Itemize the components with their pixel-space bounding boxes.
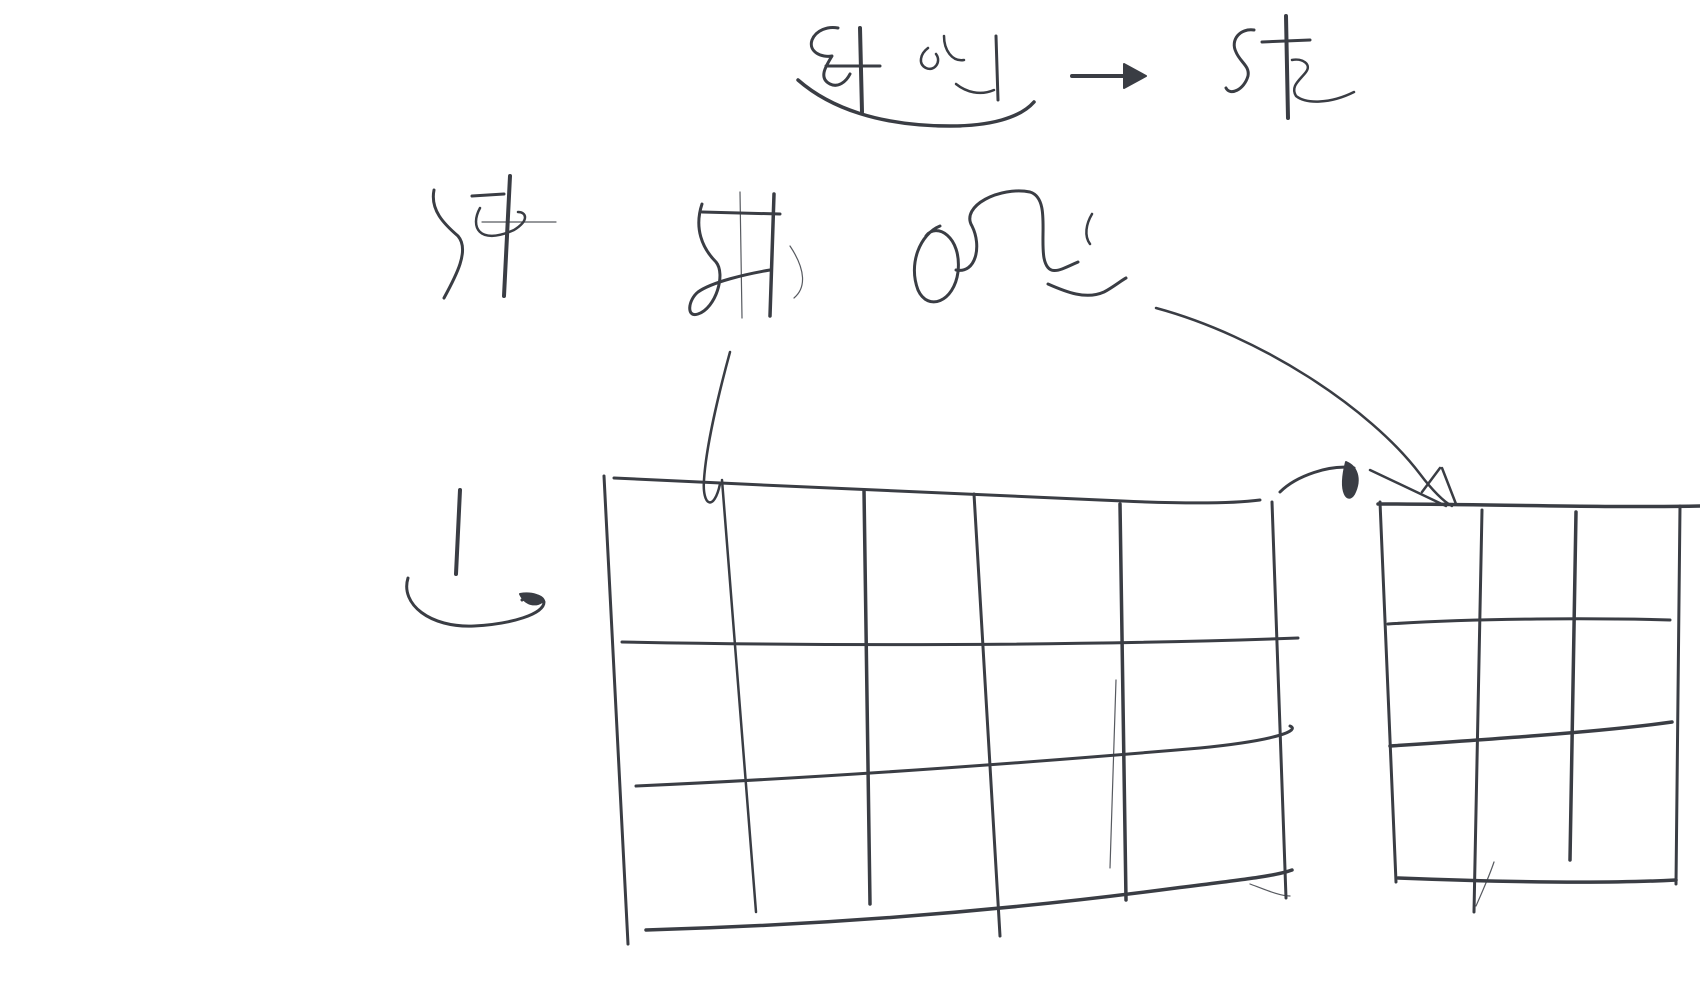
grid-b-bottom-edge xyxy=(1396,876,1678,884)
grid-a-bottom-edge xyxy=(644,868,1294,932)
scribble-word-b xyxy=(688,191,804,319)
grid-b-col-line-2 xyxy=(1568,510,1578,862)
grid-a-col-line-4 xyxy=(1118,502,1128,902)
grid-a-col-line-3 xyxy=(972,492,1002,938)
grid-b-top-edge xyxy=(1376,502,1700,509)
title-underline-curve xyxy=(796,78,1036,128)
grid-a-col-line-4-echo xyxy=(1109,679,1117,869)
grid-a-col-line-1 xyxy=(720,478,758,914)
grid-b xyxy=(1376,500,1700,914)
grid-a-left-edge xyxy=(602,474,630,946)
left-hook-arrow xyxy=(405,488,546,628)
title-scribble-word-2 xyxy=(1224,14,1356,120)
grid-b-right-edge xyxy=(1674,504,1682,886)
grid-a-row-line-1 xyxy=(620,636,1300,647)
arrow-word-c-to-grid-b xyxy=(1154,306,1458,508)
grid-a xyxy=(602,474,1300,946)
grid-b-col-line-1 xyxy=(1472,508,1484,914)
arrow-word-b-to-grid-a xyxy=(702,350,732,504)
grid-a-right-edge xyxy=(1270,500,1288,900)
scribble-word-a xyxy=(431,174,557,300)
title-row xyxy=(796,14,1356,128)
grid-b-corner-tick xyxy=(1475,861,1495,907)
arrow-grid-a-to-grid-b xyxy=(1278,461,1359,499)
scribble-word-c xyxy=(913,189,1128,304)
grid-b-row-line-2 xyxy=(1388,720,1674,748)
title-scribble-word-1 xyxy=(809,26,1000,114)
grid-a-top-edge xyxy=(612,476,1262,505)
grid-a-col-line-2 xyxy=(862,488,872,906)
grid-b-row-line-1 xyxy=(1386,617,1672,626)
grid-b-left-edge xyxy=(1378,500,1398,884)
title-arrow xyxy=(1070,63,1147,89)
grid-a-corner-tick xyxy=(1249,883,1291,897)
grid-a-row-line-2 xyxy=(634,724,1294,788)
